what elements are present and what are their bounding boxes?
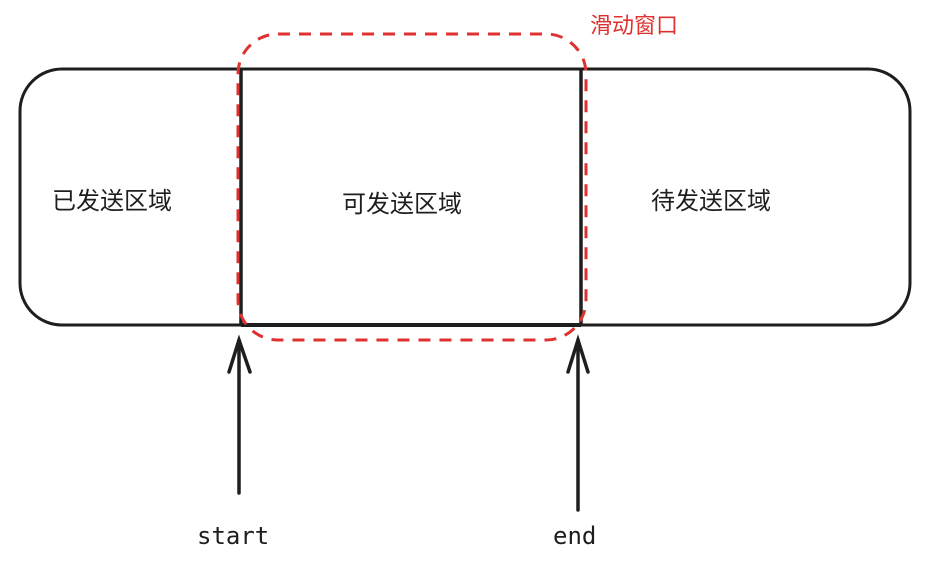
start-arrow bbox=[227, 334, 252, 495]
sent-region-label: 已发送区域 bbox=[52, 187, 172, 215]
pending-region-label: 待发送区域 bbox=[651, 187, 771, 215]
end-pointer-label: end bbox=[553, 522, 597, 550]
end-arrow bbox=[566, 334, 590, 512]
sendable-region-label: 可发送区域 bbox=[342, 190, 462, 218]
sliding-window-label: 滑动窗口 bbox=[590, 14, 679, 39]
start-pointer-label: start bbox=[197, 522, 270, 550]
sliding-window-outline bbox=[236, 32, 588, 342]
